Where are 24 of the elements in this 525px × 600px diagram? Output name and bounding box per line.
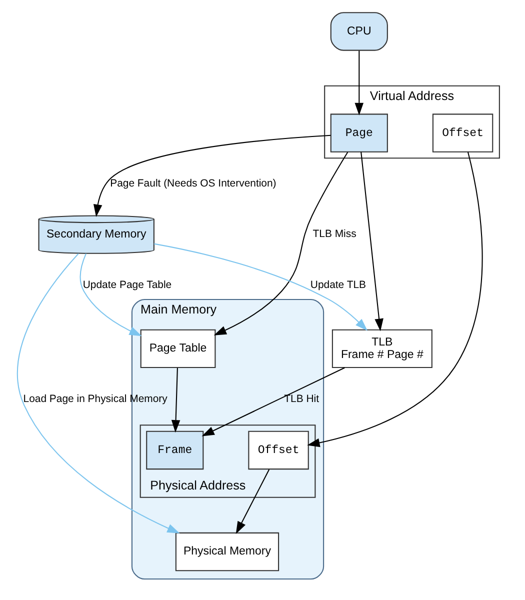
- node-box: CPU: [330, 12, 388, 51]
- edge-label: TLB Miss: [312, 229, 356, 240]
- node-box: Offset: [432, 114, 494, 152]
- node-box: Physical Memory: [175, 532, 280, 572]
- node-box: Offset: [248, 430, 309, 470]
- arrow: [236, 469, 270, 534]
- arrow: [214, 152, 348, 336]
- edge-label: Update TLB: [310, 280, 366, 291]
- node-box: TLB Frame # Page #: [332, 329, 432, 368]
- arrow: [17, 253, 180, 534]
- arrow: [307, 152, 483, 448]
- arrow: [171, 368, 180, 433]
- arrow: [202, 367, 345, 436]
- edge-label: TLB Hit: [284, 394, 319, 406]
- edge-label: Update Page Table: [82, 280, 172, 291]
- arrow: [354, 50, 364, 116]
- arrow: [154, 243, 368, 331]
- node-box: Page: [330, 114, 388, 152]
- node-box: Frame: [146, 430, 204, 470]
- arrow: [360, 152, 384, 332]
- arrow: [93, 134, 331, 218]
- arrow: [80, 253, 142, 336]
- node-box: Page Table: [140, 329, 216, 368]
- edge-label: Page Fault (Needs OS Intervention): [110, 178, 276, 190]
